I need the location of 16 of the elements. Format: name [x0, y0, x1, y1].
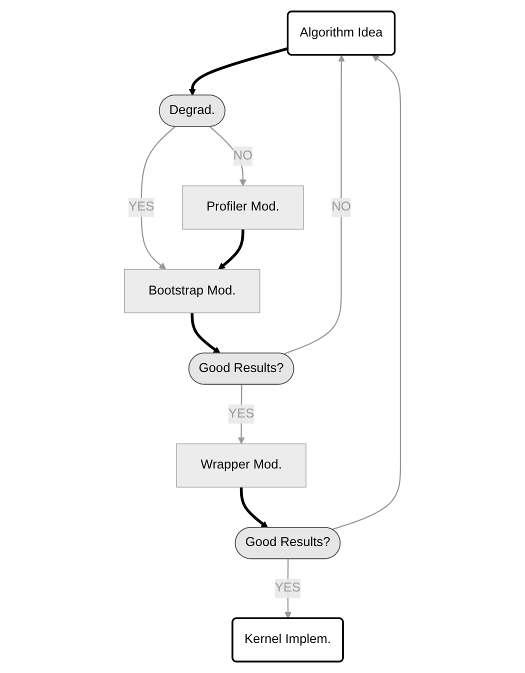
- edge-label: YES: [274, 581, 301, 595]
- arrow: [240, 487, 268, 528]
- node-box: Bootstrap Mod.: [124, 269, 260, 314]
- edge-label: YES: [228, 406, 254, 420]
- arrow: [218, 229, 244, 270]
- arrow: [190, 312, 220, 354]
- edge-label: NO: [233, 148, 253, 163]
- node-box: Profiler Mod.: [182, 185, 304, 230]
- arrow: [210, 126, 246, 186]
- arrow: [188, 47, 289, 96]
- arrow: [332, 54, 402, 530]
- arrow: [140, 126, 176, 270]
- node-box: Wrapper Mod.: [176, 443, 306, 488]
- edge-label: NO: [332, 200, 351, 214]
- edge-label: YES: [128, 200, 154, 214]
- arrow: [283, 54, 346, 355]
